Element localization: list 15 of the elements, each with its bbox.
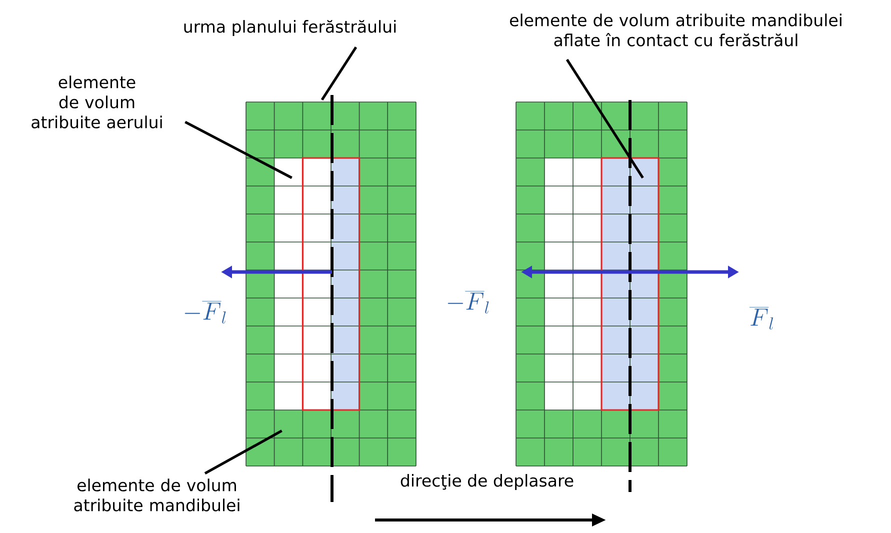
leader-line	[204, 430, 282, 475]
label-text: direcţie de deplasare	[400, 474, 574, 490]
leader-line	[184, 120, 292, 179]
annotation-text: elemente de volum atribuite mandibulei	[74, 478, 240, 512]
force-label: $-\overline{F}_l$	[448, 291, 489, 314]
cell-grid-drawing	[246, 102, 416, 466]
annotation-text: elemente de volum atribuite mandibulei aflate în contact cu ferăstrăul	[510, 14, 842, 46]
force-label: $-\overline{F}_l$	[184, 301, 226, 324]
force-label: $\overline{F}_l$	[749, 307, 774, 330]
annotation-text: urma planului ferăstrăului	[184, 20, 396, 36]
cell-grid-drawing	[516, 102, 688, 466]
leader-line	[566, 58, 644, 178]
leader-line	[320, 46, 358, 100]
annotation-text: elemente de volum atribuite aerului	[32, 76, 162, 128]
dashed-line	[330, 95, 334, 502]
